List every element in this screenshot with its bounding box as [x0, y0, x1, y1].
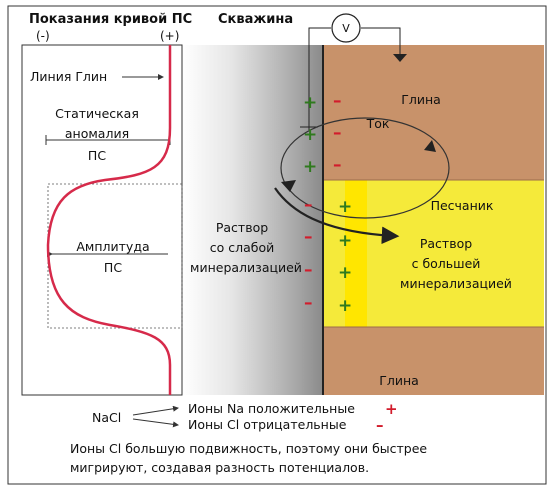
static-anomaly-line2: аномалия — [65, 126, 129, 141]
svg-text:–: – — [304, 260, 313, 280]
svg-text:+: + — [338, 296, 352, 316]
na-sign: + — [385, 400, 398, 418]
circuit-left-wire — [308, 27, 331, 130]
voltmeter-label: V — [342, 22, 350, 35]
static-anomaly-line3: ПС — [88, 148, 106, 163]
na-line: Ионы Na положительные — [188, 401, 355, 416]
sp-curve — [46, 45, 172, 395]
circuit-right-wire — [361, 27, 401, 58]
sp-log-panel — [21, 44, 183, 396]
current-arrow-down-icon — [281, 180, 296, 192]
na-arrow — [132, 405, 179, 416]
sand-fluid-line1: Раствор — [420, 236, 472, 251]
well-title: Скважина — [218, 12, 293, 27]
svg-text:–: – — [304, 293, 313, 313]
formation-charges: – – – + + + + — [333, 91, 352, 316]
cl-sign: – — [376, 416, 384, 434]
svg-text:+: + — [338, 231, 352, 251]
svg-text:–: – — [333, 155, 342, 175]
current-loop — [280, 117, 450, 219]
note-line1: Ионы Cl большую подвижность, поэтому они… — [70, 441, 427, 456]
svg-text:+: + — [303, 93, 317, 113]
well-fluid-line1: Раствор — [216, 220, 268, 235]
svg-text:–: – — [304, 195, 313, 215]
amplitude-line1: Амплитуда — [76, 239, 149, 254]
clay-bottom-label: Глина — [379, 373, 419, 388]
sp-neg-label: (-) — [36, 29, 50, 43]
sp-title: Показания кривой ПС — [29, 12, 192, 27]
sandstone-label: Песчаник — [431, 198, 494, 213]
svg-text:–: – — [304, 227, 313, 247]
clay-top-label: Глина — [401, 92, 441, 107]
cl-arrow — [132, 418, 179, 428]
amplitude-line2: ПС — [104, 260, 122, 275]
svg-text:+: + — [303, 125, 317, 145]
nacl-label: NaCl — [92, 410, 121, 425]
sp-pos-label: (+) — [160, 29, 179, 43]
svg-text:+: + — [338, 197, 352, 217]
static-anomaly-line1: Статическая — [55, 106, 139, 121]
svg-text:–: – — [333, 91, 342, 111]
well-charges: + + + – – – – — [303, 93, 317, 313]
svg-text:–: – — [333, 123, 342, 143]
current-arrow-up-icon — [424, 140, 436, 152]
current-path-arrow — [274, 187, 400, 245]
shale-line-label: Линия Глин — [30, 69, 107, 84]
well-fluid-line3: минерализацией — [190, 260, 302, 275]
cl-line: Ионы Cl отрицательные — [188, 417, 347, 432]
svg-text:+: + — [303, 157, 317, 177]
svg-text:+: + — [338, 263, 352, 283]
sand-fluid-line3: минерализацией — [400, 276, 512, 291]
sand-fluid-line2: с большей — [412, 256, 481, 271]
ground-arrow-icon — [393, 54, 407, 62]
current-label: Ток — [366, 116, 390, 131]
note-line2: мигрируют, создавая разность потенциалов… — [70, 460, 369, 475]
well-bore — [182, 45, 323, 395]
voltmeter-icon — [331, 13, 361, 43]
well-fluid-line2: со слабой — [210, 240, 275, 255]
